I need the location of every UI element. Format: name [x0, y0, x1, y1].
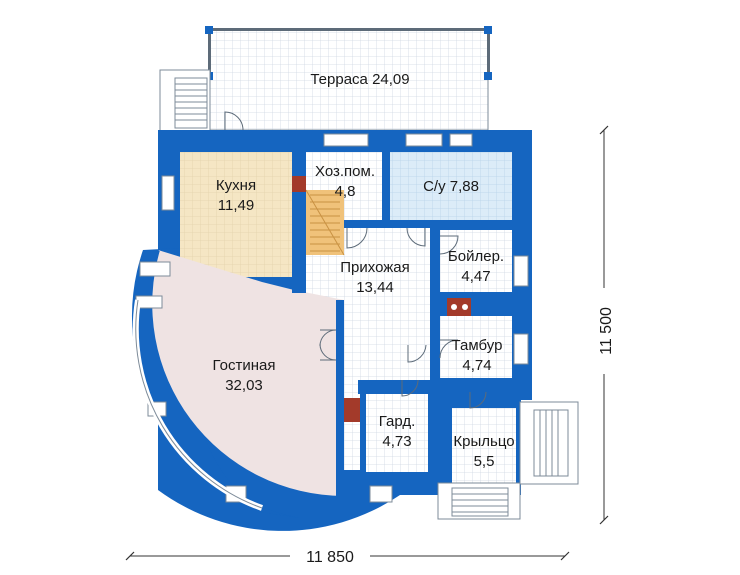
floors — [152, 152, 516, 496]
boiler-name: Бойлер. — [448, 248, 504, 265]
utility-area: 4,8 — [335, 183, 356, 200]
porch-area: 5,5 — [474, 453, 495, 470]
doors — [224, 111, 487, 409]
utility-name: Хоз.пом. — [315, 163, 375, 180]
terrace-label: Терраса 24,09 — [310, 71, 409, 88]
vestibule-area: 4,74 — [462, 357, 491, 374]
living-area: 32,03 — [225, 377, 263, 394]
windows — [135, 133, 529, 503]
dimension-height: 11 500 — [594, 125, 616, 525]
kitchen-name: Кухня — [216, 177, 256, 194]
porch-name: Крыльцо — [453, 433, 514, 450]
wardrobe-name: Гард. — [379, 413, 416, 430]
bathroom-label: С/у 7,88 — [423, 178, 479, 195]
height-dimension: 11 500 — [598, 307, 615, 355]
hall-area: 13,44 — [356, 279, 394, 296]
kitchen-area: 11,49 — [218, 197, 254, 214]
stairs — [305, 189, 345, 256]
boiler-area: 4,47 — [461, 268, 490, 285]
dimension-width: 11 850 — [125, 546, 570, 566]
hall-name: Прихожая — [340, 259, 410, 276]
wardrobe-area: 4,73 — [382, 433, 411, 450]
room-labels: Терраса 24,09 Кухня 11,49 Хоз.пом. 4,8 С… — [213, 71, 515, 470]
terrace-stairs — [159, 69, 211, 133]
width-dimension: 11 850 — [306, 549, 354, 566]
porch-stairs — [437, 401, 579, 520]
terrace — [205, 26, 492, 131]
vestibule-name: Тамбур — [452, 337, 503, 354]
living-name: Гостиная — [213, 357, 276, 374]
chimneys — [292, 176, 471, 422]
bay-window — [132, 299, 264, 511]
